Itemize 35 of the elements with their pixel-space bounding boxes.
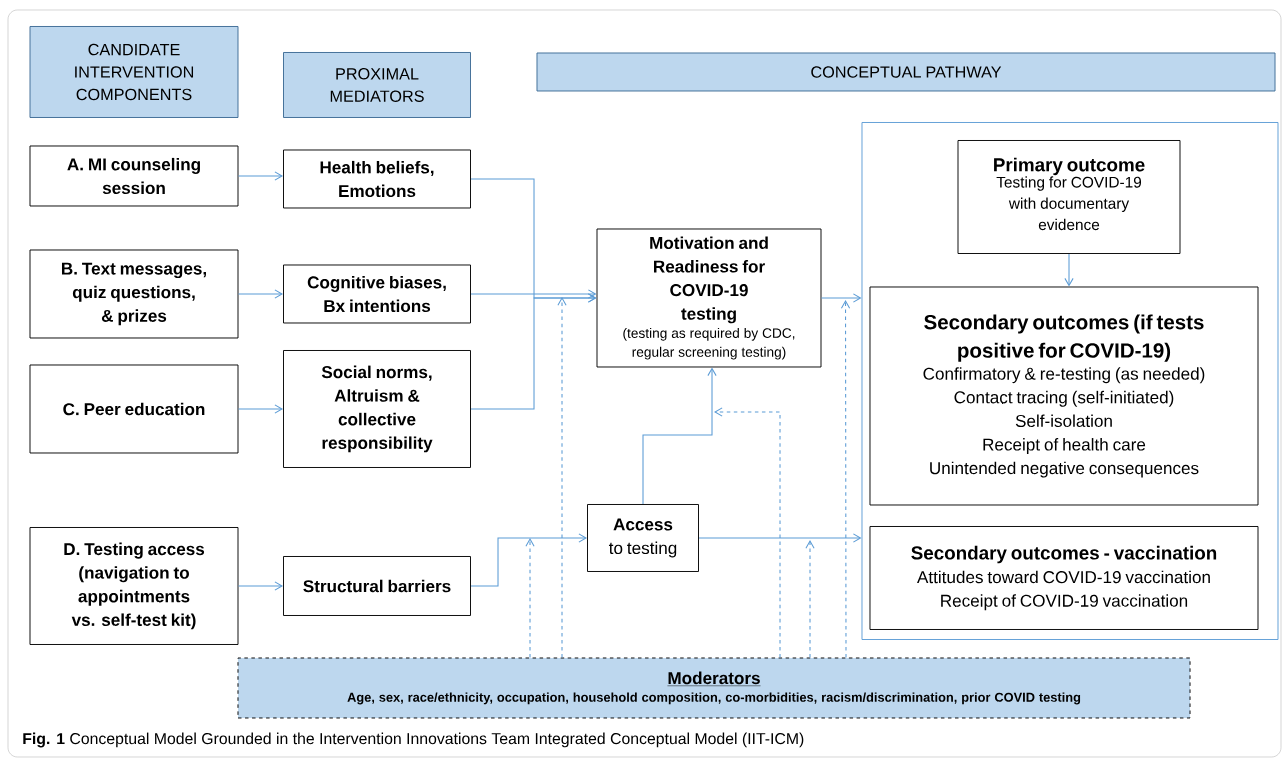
pathway-box: Access to testing — [587, 504, 699, 572]
mediator-box: Social norms, Altruism & collective responsibility — [283, 350, 471, 468]
intervention-box: D. Testing access (navigation to appointments vs. self-test kit) — [29, 527, 239, 645]
arrow — [557, 297, 567, 659]
arrow — [698, 533, 862, 543]
header-box: CONCEPTUAL PATHWAY — [536, 52, 1276, 92]
pathway-box: Motivation and Readiness for COVID-19 testing (testing as required by CDC, regular screening testing) — [596, 228, 822, 368]
intervention-box: C. Peer education — [29, 364, 239, 454]
outcomes-panel — [861, 122, 1279, 640]
arrow — [237, 581, 284, 591]
arrow — [714, 407, 781, 659]
outcome-box: Primary outcome Testing for COVID-19 with documentary evidence — [957, 140, 1181, 254]
arrow — [820, 293, 862, 303]
outcome-box: Secondary outcomes - vaccination Attitudes toward COVID-19 vaccination Receipt of COVID-19 vaccination — [869, 526, 1259, 630]
mediator-box: Cognitive biases, Bx intentions — [283, 264, 471, 324]
arrow — [470, 293, 597, 410]
arrow — [237, 289, 284, 299]
header-box: CANDIDATE INTERVENTION COMPONENTS — [29, 26, 239, 118]
outcome-box: Secondary outcomes (if tests positive for COVID-19) Confirmatory & re-testing (as needed) Contact tracing (self-initiated) Self-isolation Receipt of health care Unintended negative consequences — [869, 286, 1259, 506]
arrow — [642, 367, 717, 505]
caption: Fig. 1 Conceptual Model Grounded in the Intervention Innovations Team Integrated Conceptual Model (IIT-ICM) — [23, 732, 804, 748]
mediator-box: Health beliefs, Emotions — [283, 149, 471, 209]
arrow — [525, 538, 535, 659]
moderators-box: Moderators Age, sex, race/ethnicity, occupation, household composition, co-morbidities, racism/discrimination, prior COVID testing — [237, 657, 1191, 719]
intervention-box: A. MI counseling session — [29, 145, 239, 207]
arrow — [840, 300, 851, 659]
arrow — [470, 533, 588, 587]
intervention-box: B. Text messages, quiz questions, & prizes — [29, 249, 239, 339]
arrow — [805, 540, 815, 659]
arrow — [237, 404, 284, 414]
arrow — [1064, 253, 1074, 287]
arrow — [470, 289, 597, 299]
mediator-box: Structural barriers — [283, 556, 471, 616]
header-box: PROXIMAL MEDIATORS — [283, 52, 471, 118]
arrow — [237, 171, 284, 181]
